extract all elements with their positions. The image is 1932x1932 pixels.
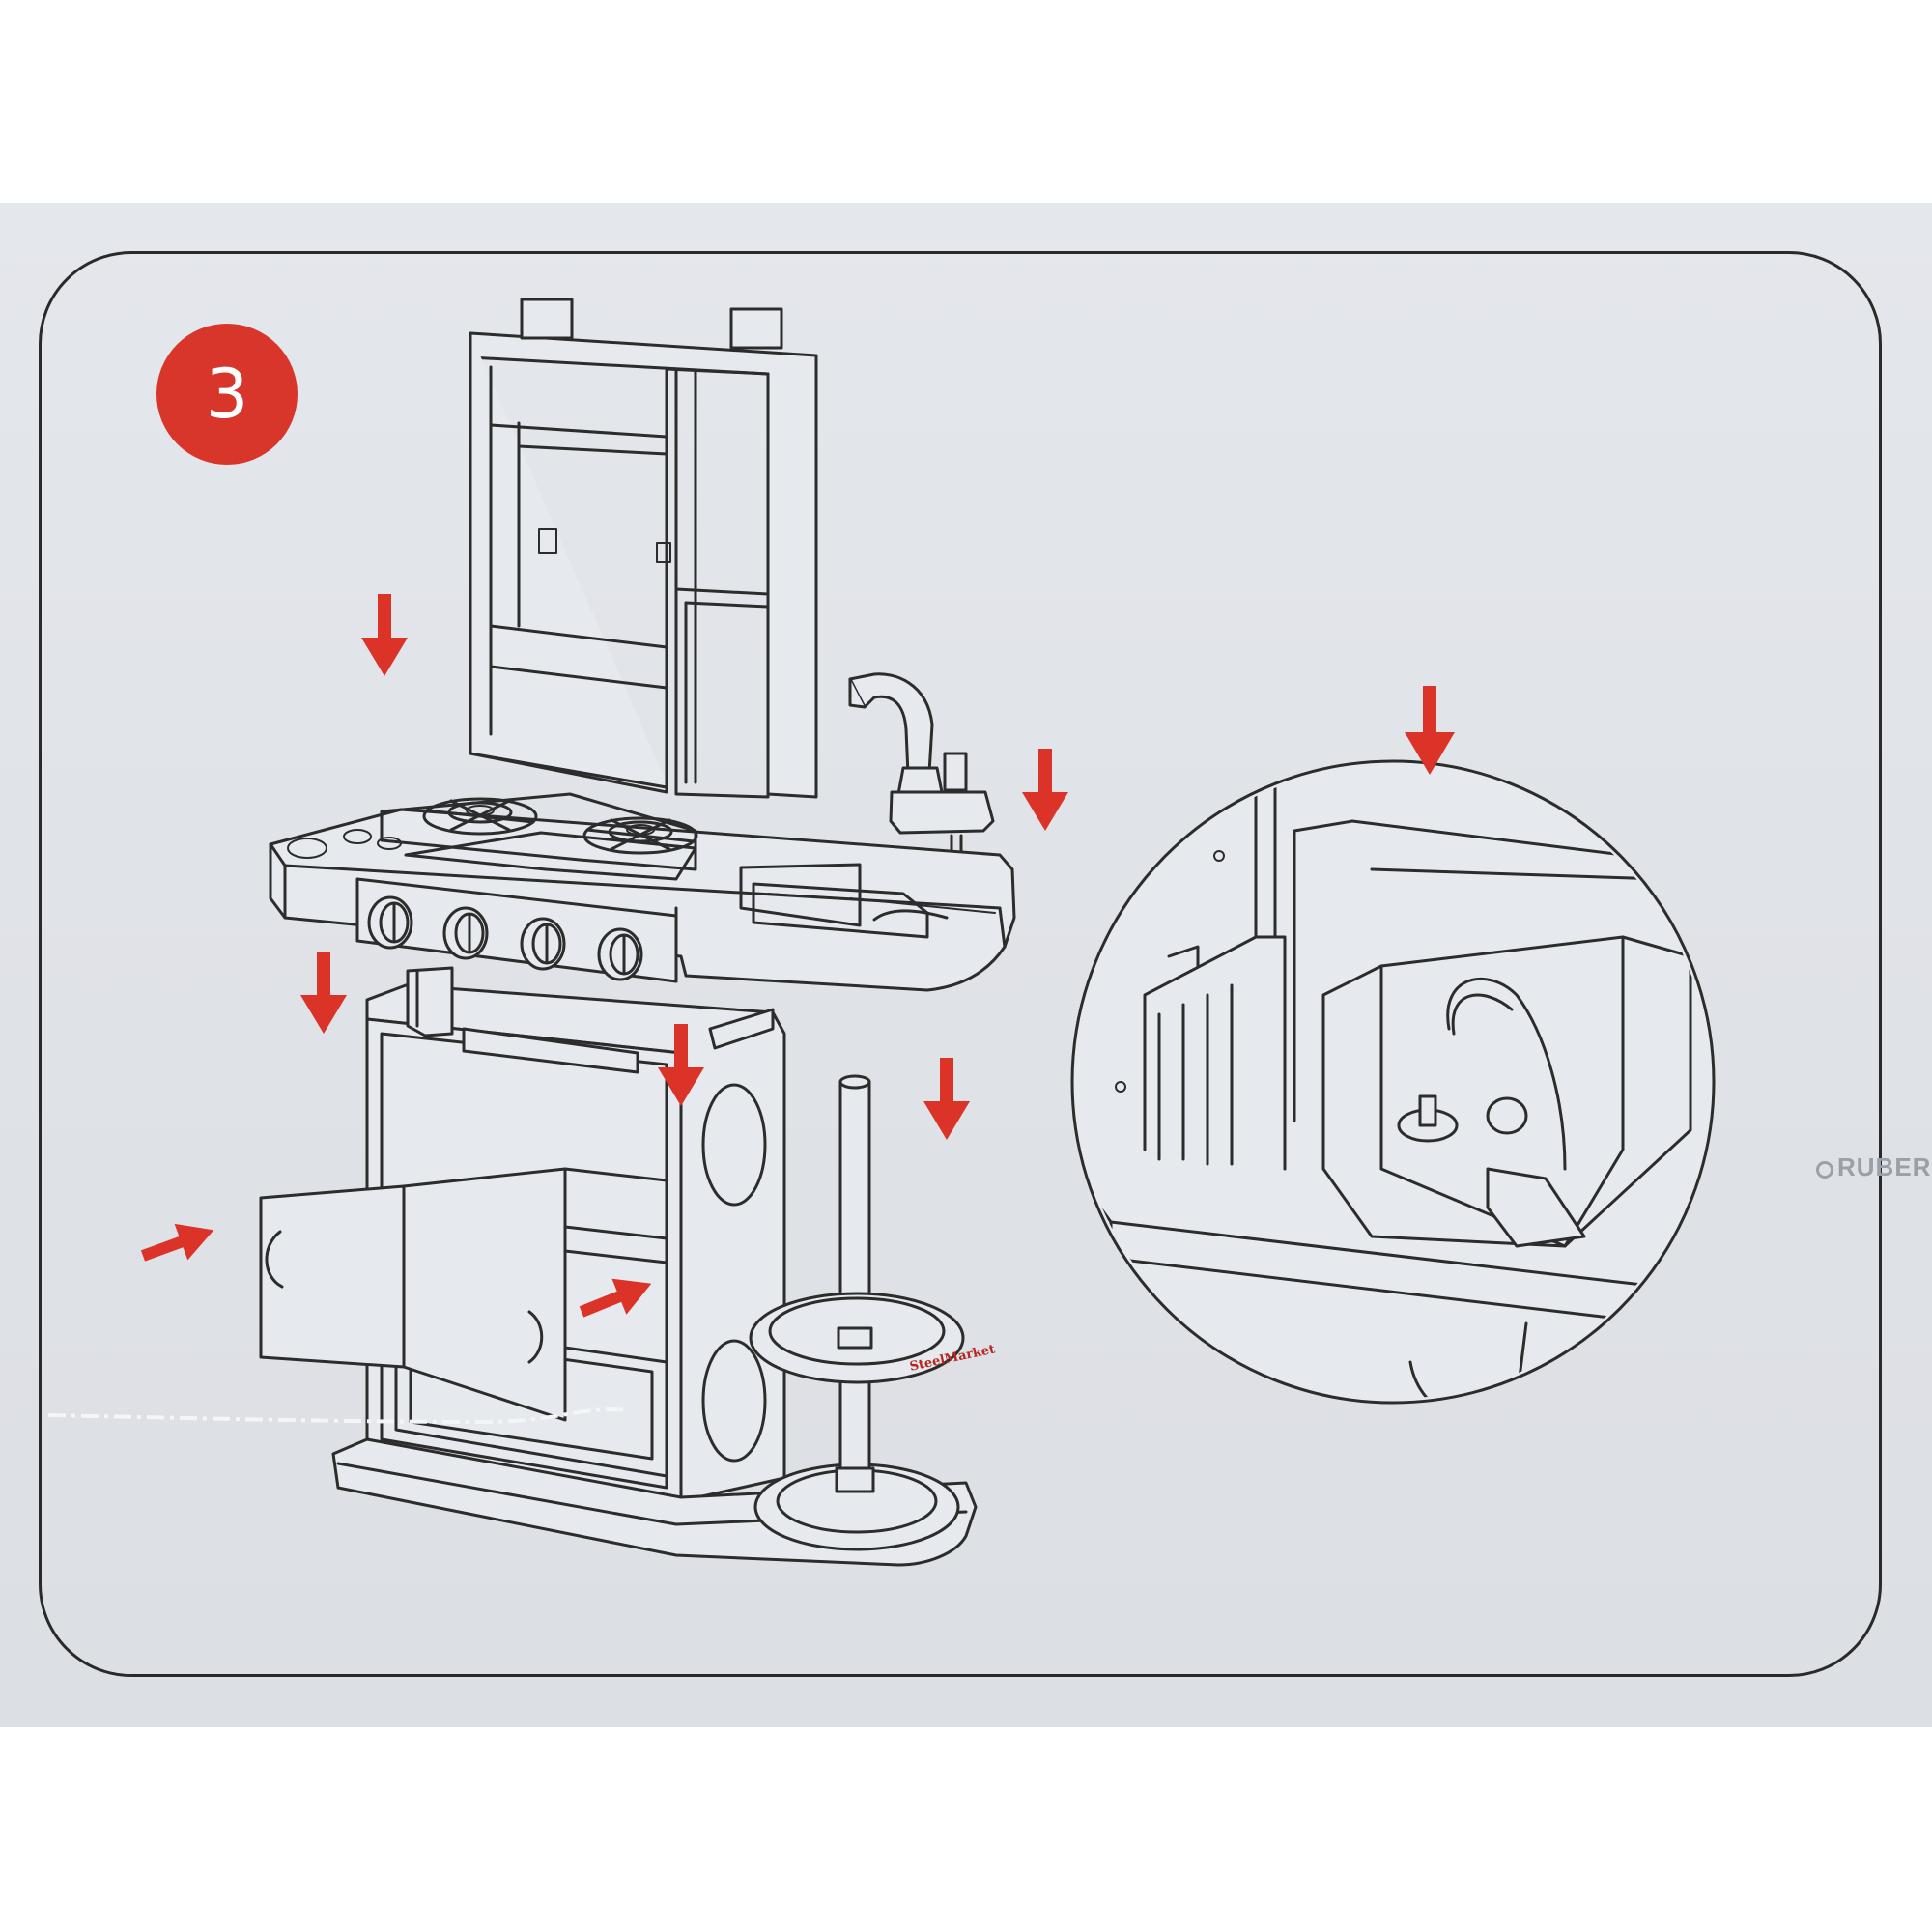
- cooktop-burners: [380, 792, 698, 871]
- door-left-arrow: [140, 1223, 214, 1262]
- assembly-illustration: [47, 298, 1716, 1567]
- assembly-arrows: [140, 594, 1455, 1318]
- sink-detail-inset: [1070, 759, 1716, 1405]
- countertop: [269, 808, 1016, 992]
- site-watermark: RUBERI: [1816, 1152, 1932, 1182]
- inset-arrow: [1405, 686, 1455, 775]
- site-watermark-text: RUBERI: [1837, 1152, 1932, 1181]
- panel-frame: [39, 251, 1882, 1677]
- door-right-arrow: [579, 1278, 652, 1318]
- cabinet-doors: [259, 1167, 567, 1422]
- instruction-panel-photo: 3: [0, 203, 1932, 1727]
- step-number-badge: 3: [156, 324, 298, 465]
- shelf-unit: [469, 298, 818, 799]
- watermark-logo-icon: [1816, 1161, 1833, 1179]
- countertop-left-arrow: [300, 952, 347, 1034]
- faucet-arrow: [1022, 749, 1068, 831]
- cabinet-arrow: [658, 1024, 704, 1106]
- pole-stand: [749, 1074, 965, 1551]
- pole-arrow: [923, 1058, 970, 1140]
- control-knobs: [355, 877, 678, 983]
- box-crease: [47, 1407, 629, 1425]
- shelf-arrow: [361, 594, 408, 676]
